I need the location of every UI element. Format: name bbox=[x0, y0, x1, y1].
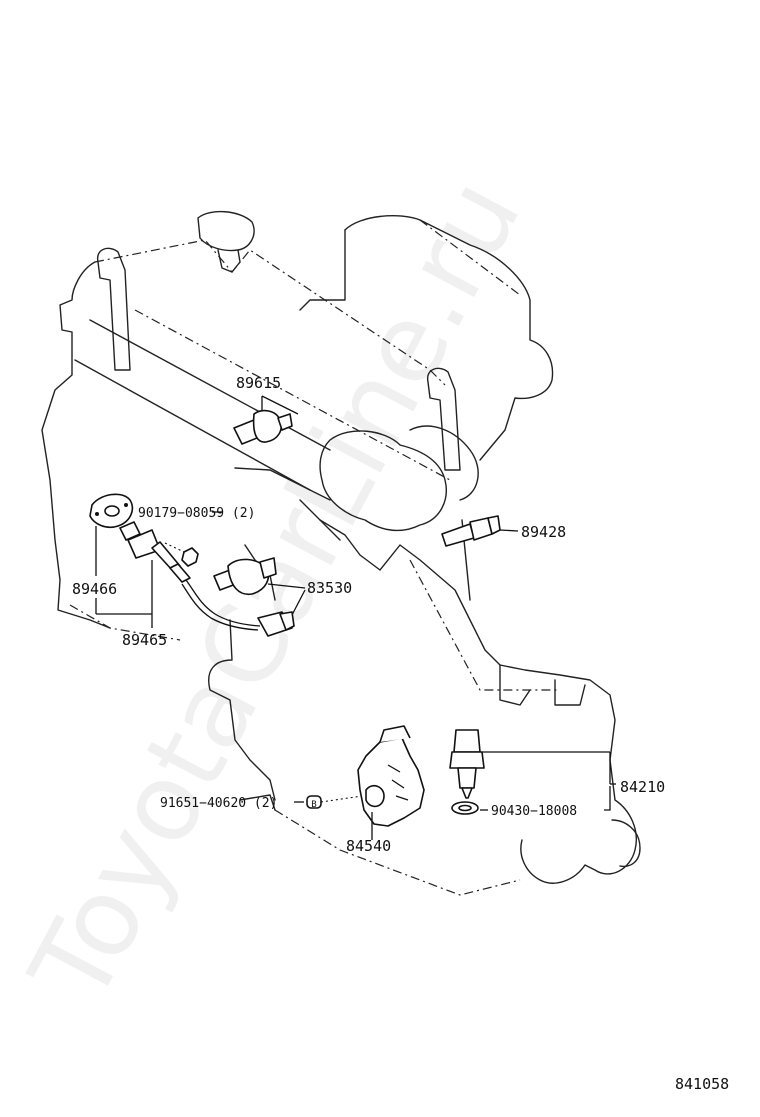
label-89428: 89428 bbox=[521, 523, 566, 541]
leader-lines bbox=[95, 511, 222, 628]
engine-outline bbox=[41, 211, 641, 896]
diagram-code: 841058 bbox=[675, 1075, 729, 1093]
part-labels: 89615 90179−08059 (2) 89428 89466 83530 … bbox=[72, 374, 729, 1093]
label-83530: 83530 bbox=[307, 579, 352, 597]
label-89465: 89465 bbox=[122, 631, 167, 649]
part-84210 bbox=[449, 729, 616, 799]
washer-mark: B bbox=[311, 800, 316, 810]
part-89615 bbox=[233, 395, 299, 445]
label-84540: 84540 bbox=[346, 837, 391, 855]
part-84540 bbox=[357, 725, 425, 840]
label-90430: 90430−18008 bbox=[491, 804, 577, 819]
label-89615: 89615 bbox=[236, 374, 281, 392]
part-90179-nut bbox=[164, 542, 199, 567]
part-89466-gasket bbox=[89, 493, 134, 529]
part-90430-washer bbox=[451, 786, 611, 815]
part-89428 bbox=[441, 515, 519, 547]
label-84210: 84210 bbox=[620, 778, 665, 796]
label-91651: 91651−40620 (2) bbox=[160, 796, 277, 811]
part-83530 bbox=[213, 557, 306, 616]
label-89466: 89466 bbox=[72, 580, 117, 598]
part-89465-o2-sensor bbox=[119, 521, 295, 637]
label-90179: 90179−08059 (2) bbox=[138, 506, 255, 521]
part-91651-bolt: B bbox=[294, 795, 363, 810]
